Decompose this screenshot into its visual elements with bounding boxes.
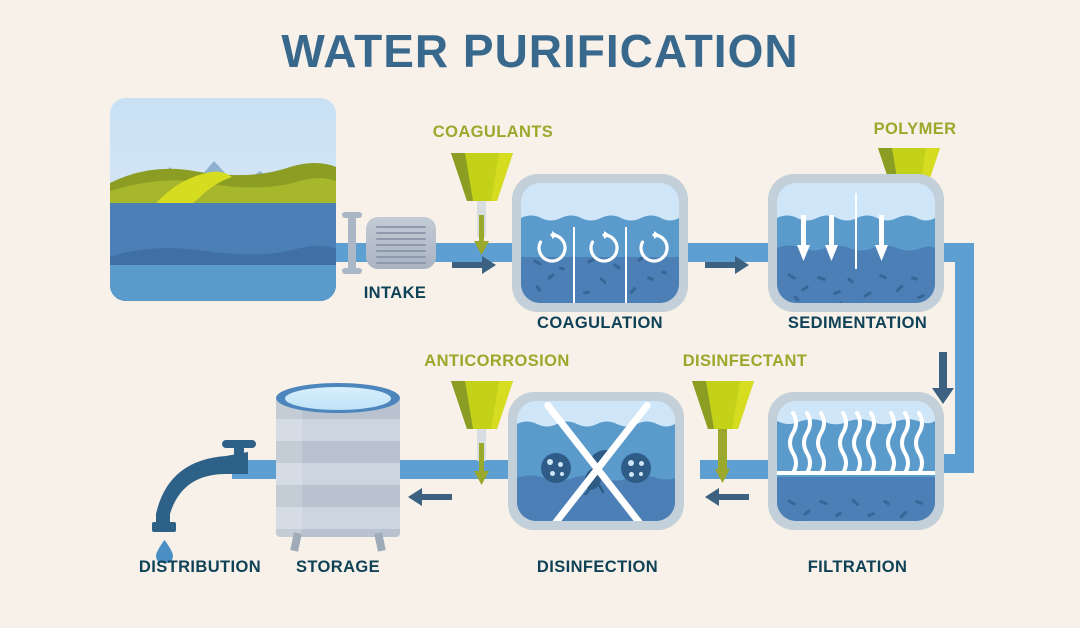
funnel-dose-arrow-icon (474, 443, 489, 485)
stage-label-filtration: FILTRATION (807, 558, 908, 576)
storage-band (276, 463, 400, 485)
mixer-icon-2 (589, 231, 619, 263)
funnel-icon-anticorrosion (451, 381, 513, 429)
center-well-line (855, 193, 857, 269)
storage-band (276, 507, 400, 529)
faucet-icon (152, 440, 256, 532)
tank-filtration (768, 392, 944, 530)
page-title: WATER PURIFICATION (281, 25, 799, 77)
chemical-label-anticorrosion: ANTICORROSION (424, 352, 570, 370)
baffle-divider (625, 227, 627, 303)
baffle-divider (573, 227, 575, 303)
flow-arrow-left-2 (408, 488, 452, 506)
storage-tank-top-water (285, 387, 391, 410)
particle (794, 520, 803, 521)
pipe-disinfection-to-storage (400, 460, 520, 479)
flow-arrow-left-1 (705, 488, 749, 506)
pump-post-cap-bottom (342, 268, 362, 274)
storage-tank (276, 383, 400, 552)
pump-post (348, 215, 356, 271)
intake-pump (340, 205, 450, 281)
pump-body (366, 217, 436, 269)
anticorrosion-feed (451, 381, 535, 491)
tank-sedimentation (768, 174, 944, 312)
flow-arrow-down (932, 352, 954, 404)
tank-disinfection (508, 392, 684, 530)
stage-label-disinfection: DISINFECTION (536, 558, 659, 576)
chemical-label-polymer: POLYMER (873, 120, 957, 138)
funnel-dose-arrow-icon (715, 443, 730, 483)
storage-highlight (276, 397, 302, 537)
tank-interior (777, 183, 935, 303)
funnel-icon-coagulants (451, 153, 513, 201)
storage-tank-body (276, 397, 400, 537)
tank-coagulation (512, 174, 688, 312)
mixer-icon-1 (537, 231, 567, 263)
stage-label-storage: STORAGE (295, 558, 381, 576)
filter-flow-lines (788, 411, 924, 475)
settling-arrow-icon (875, 215, 888, 261)
tank-interior (521, 183, 679, 303)
water-layer-front (110, 265, 336, 301)
distribution-faucet (130, 440, 260, 563)
water-droplet-icon (156, 540, 173, 563)
chemical-label-coagulants: COAGULANTS (432, 123, 554, 141)
disinfectant-feed (692, 381, 776, 491)
pump-vent-lines (376, 226, 426, 264)
funnel-dose-arrow-icon (474, 215, 489, 255)
coagulants-feed (451, 153, 535, 263)
chemical-label-disinfectant: DISINFECTANT (682, 352, 808, 370)
settling-arrow-icon (797, 215, 810, 261)
pipe-sedimentation-down (955, 243, 974, 473)
flow-arrow-right-1 (452, 256, 496, 274)
tank-interior (517, 401, 675, 521)
water-surface-wave (521, 215, 679, 223)
stage-label-distribution: DISTRIBUTION (138, 558, 262, 576)
flow-arrow-right-2 (705, 256, 749, 274)
funnel-icon-disinfectant (692, 381, 754, 429)
stage-label-intake: INTAKE (363, 284, 427, 302)
germ-icon-right (621, 453, 651, 483)
stage-label-sedimentation: SEDIMENTATION (787, 314, 928, 332)
storage-band (276, 419, 400, 441)
sludge-surface-wave (777, 245, 935, 253)
pump-post-cap-top (342, 212, 362, 218)
source-reservoir-image (110, 98, 336, 301)
funnel-stem (477, 423, 486, 461)
settling-arrow-icon (825, 215, 838, 261)
water-surface-wave (517, 421, 675, 429)
stage-label-coagulation: COAGULATION (537, 314, 663, 332)
mixer-icon-3 (639, 231, 669, 263)
pipe-coagulation-to-sedimentation (672, 243, 772, 262)
tank-interior (777, 401, 935, 521)
germ-icon-left (541, 453, 571, 483)
